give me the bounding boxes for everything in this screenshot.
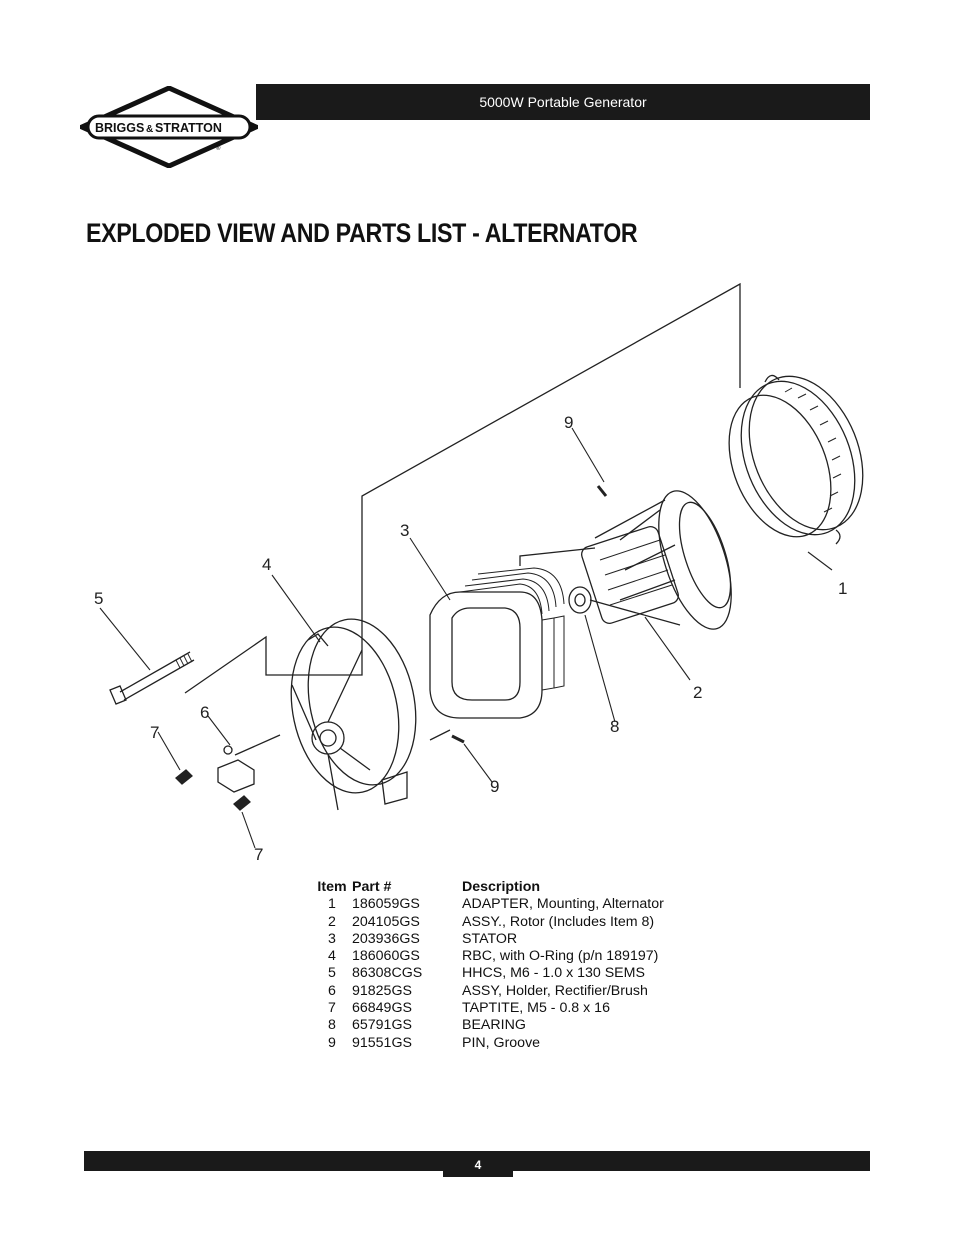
table-row: 6 91825GS ASSY, Holder, Rectifier/Brush [312, 983, 664, 1000]
part-number: 66849GS [352, 1000, 412, 1017]
alignment-line-pin [519, 547, 596, 566]
callout-5: 5 [94, 589, 103, 608]
page-number: 4 [443, 1151, 513, 1177]
parts-list-table: Item Part # Description 1 186059GS ADAPT… [312, 879, 664, 1052]
item-number: 4 [328, 948, 336, 965]
table-row: 3 203936GS STATOR [312, 931, 664, 948]
header-part-number: Part # [352, 879, 392, 895]
item-number: 7 [328, 1000, 336, 1017]
callout-7-lower: 7 [254, 845, 263, 864]
leader-2 [644, 616, 691, 681]
table-row: 9 91551GS PIN, Groove [312, 1035, 664, 1052]
screw-part-lower [233, 795, 251, 811]
item-number: 6 [328, 982, 336, 999]
callout-3: 3 [400, 521, 409, 540]
item-number: 9 [328, 1034, 336, 1051]
leader-6 [207, 715, 231, 746]
table-row: 7 66849GS TAPTITE, M5 - 0.8 x 16 [312, 1000, 664, 1017]
part-number: 186059GS [352, 896, 420, 913]
callout-7-upper: 7 [150, 723, 159, 742]
item-number: 3 [328, 930, 336, 947]
part-description: ASSY, Holder, Rectifier/Brush [462, 982, 648, 999]
header-description: Description [462, 879, 541, 895]
part-description: ASSY., Rotor (Includes Item 8) [462, 913, 655, 930]
leader-7-upper [157, 731, 181, 771]
part-description: ADAPTER, Mounting, Alternator [462, 896, 664, 913]
part-number: 203936GS [352, 930, 420, 947]
callout-4: 4 [262, 555, 271, 574]
item-number: 2 [328, 913, 336, 930]
alignment-line-upper [184, 282, 741, 694]
bolt-part [109, 651, 195, 705]
adapter-ring-part [728, 374, 864, 545]
part-number: 91825GS [352, 982, 412, 999]
callout-8: 8 [610, 717, 619, 736]
item-number: 8 [328, 1017, 336, 1034]
leader-4 [271, 574, 321, 643]
leader-9-lower [463, 743, 493, 783]
pin-part-upper [596, 485, 608, 497]
callout-1: 1 [838, 579, 847, 598]
leader-8 [584, 614, 616, 723]
header-item: Item [317, 879, 347, 895]
table-row: 8 65791GS BEARING [312, 1017, 664, 1034]
leader-5 [99, 607, 151, 671]
page-title: EXPLODED VIEW AND PARTS LIST - ALTERNATO… [86, 218, 638, 248]
brush-holder-part [217, 745, 255, 793]
part-number: 65791GS [352, 1017, 412, 1034]
callout-6: 6 [200, 703, 209, 722]
page-number-text: 4 [474, 1158, 482, 1172]
rotor-assembly-part [568, 490, 732, 630]
logo-text-right: STRATTON [155, 121, 222, 135]
item-number: 1 [328, 896, 336, 913]
pin-part-lower [451, 734, 465, 744]
leader-1 [807, 551, 833, 571]
alignment-line-brush [234, 734, 281, 756]
part-number: 86308CGS [352, 965, 423, 982]
part-number: 186060GS [352, 948, 420, 965]
header-bar: 5000W Portable Generator [256, 84, 870, 120]
screw-part-upper [175, 769, 193, 785]
part-description: BEARING [462, 1017, 526, 1034]
callout-9-upper: 9 [564, 413, 573, 432]
logo-text-amp: & [146, 124, 153, 135]
part-description: PIN, Groove [462, 1034, 541, 1051]
part-description: RBC, with O-Ring (p/n 189197) [462, 948, 659, 965]
callout-9-lower: 9 [490, 777, 499, 796]
leader-7-lower [241, 811, 256, 849]
part-description: TAPTITE, M5 - 0.8 x 16 [462, 1000, 610, 1017]
table-row: 2 204105GS ASSY., Rotor (Includes Item 8… [312, 914, 664, 931]
rbc-housing-part [290, 618, 417, 811]
leader-9-upper [571, 427, 605, 483]
logo-text-left: BRIGGS [95, 121, 144, 135]
logo-registered-mark: ® [216, 145, 221, 152]
document-title: 5000W Portable Generator [479, 94, 647, 110]
part-number: 204105GS [352, 913, 420, 930]
exploded-view-diagram: 1 2 3 4 5 6 7 7 8 9 9 [94, 282, 864, 864]
table-row: 1 186059GS ADAPTER, Mounting, Alternator [312, 896, 664, 913]
table-row: 5 86308CGS HHCS, M6 - 1.0 x 130 SEMS [312, 965, 664, 982]
table-row: 4 186060GS RBC, with O-Ring (p/n 189197) [312, 948, 664, 965]
stator-part [429, 567, 565, 719]
briggs-stratton-logo: BRIGGS & STRATTON ® [80, 86, 258, 168]
leader-3 [409, 537, 451, 601]
part-number: 91551GS [352, 1034, 412, 1051]
parts-list-header-row: Item Part # Description [312, 879, 664, 896]
part-description: STATOR [462, 930, 518, 947]
item-number: 5 [328, 965, 336, 982]
alignment-line-lower [429, 729, 451, 741]
part-description: HHCS, M6 - 1.0 x 130 SEMS [462, 965, 645, 982]
callout-2: 2 [693, 683, 702, 702]
